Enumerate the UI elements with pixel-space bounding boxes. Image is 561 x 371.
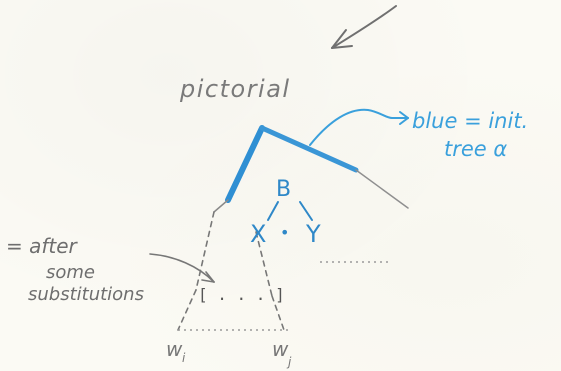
derived-tree-outline: [177, 211, 285, 331]
wj-label: w: [272, 337, 289, 361]
node-y: Y: [305, 220, 321, 248]
after-arrow: [149, 253, 215, 283]
pictorial-label: pictorial: [179, 75, 291, 103]
subtree-b: B X • Y: [250, 177, 321, 248]
after-line3: substitutions: [28, 284, 144, 305]
word-wj: w j: [272, 337, 292, 369]
after-line1: = after: [6, 234, 79, 258]
blue-legend-line2: tree α: [444, 137, 507, 161]
wi-subscript: i: [182, 351, 186, 365]
blue-annotation-arrow: [309, 108, 409, 146]
initial-tree-outline: [213, 125, 409, 213]
wj-subscript: j: [286, 355, 292, 369]
wi-label: w: [166, 337, 183, 361]
word-wi: w i: [166, 337, 186, 365]
node-x: X: [250, 220, 266, 248]
substitution-bracket: [ . . . ]: [198, 285, 285, 304]
blue-legend-line1: blue = init.: [412, 109, 528, 133]
node-b: B: [276, 177, 291, 202]
pointer-arrow: [331, 5, 397, 49]
after-line2: some: [46, 262, 95, 283]
node-dot: •: [280, 223, 289, 242]
yield-baseline: [178, 261, 390, 331]
